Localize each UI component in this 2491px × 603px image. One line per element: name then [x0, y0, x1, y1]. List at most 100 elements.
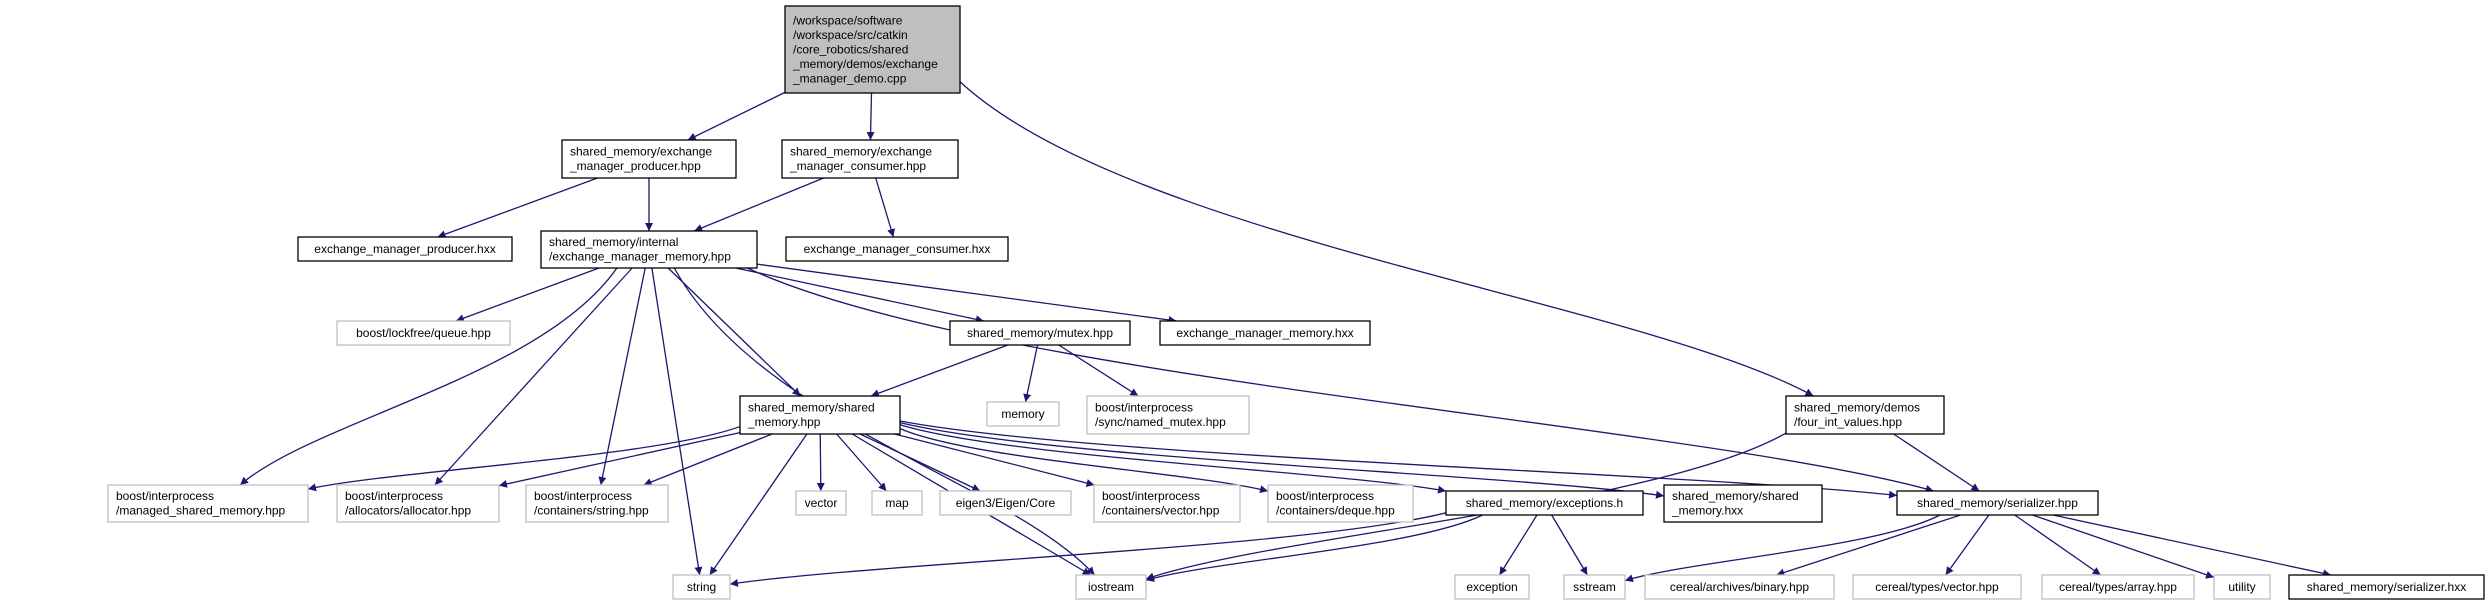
node-box: [986, 401, 1060, 427]
node-mutex_hpp[interactable]: shared_memory/mutex.hpp: [949, 320, 1131, 346]
node-box: [1852, 574, 2022, 600]
node-label-line: /four_int_values.hpp: [1794, 415, 1902, 429]
node-box: [336, 320, 511, 346]
node-cereal_binary[interactable]: cereal/archives/binary.hpp: [1644, 574, 1835, 600]
edge-root-to-producer_hpp: [687, 91, 786, 141]
node-label-line: vector: [805, 496, 838, 510]
node-label-line: eigen3/Eigen/Core: [956, 496, 1056, 510]
node-cont_string[interactable]: boost/interprocess/containers/string.hpp: [525, 484, 669, 523]
nodes-layer: /workspace/software/workspace/src/catkin…: [107, 5, 2485, 600]
node-box: [939, 490, 1072, 516]
node-label-line: shared_memory/internal: [549, 235, 678, 249]
node-box: [784, 5, 961, 94]
node-box: [1644, 574, 1835, 600]
node-exception[interactable]: exception: [1454, 574, 1530, 600]
edge-sm_hpp-to-map: [836, 433, 887, 492]
node-label-line: shared_memory/mutex.hpp: [967, 326, 1113, 340]
edge-mem_hpp-to-string: [651, 267, 703, 576]
node-label-line: boost/interprocess: [1276, 489, 1374, 503]
edge-exceptions-to-string: [729, 512, 1447, 587]
node-sstream[interactable]: sstream: [1563, 574, 1626, 600]
node-box: [297, 236, 513, 262]
node-cereal_array[interactable]: cereal/types/array.hpp: [2041, 574, 2195, 600]
edge-sm_hpp-to-exceptions: [899, 424, 1447, 494]
node-label-line: /sync/named_mutex.hpp: [1095, 415, 1226, 429]
node-consumer_hxx[interactable]: exchange_manager_consumer.hxx: [785, 236, 1009, 262]
node-serializer_hpp[interactable]: shared_memory/serializer.hpp: [1896, 490, 2099, 516]
edge-mem_hpp-to-cont_string: [598, 267, 646, 486]
node-label-line: shared_memory/shared: [1672, 489, 1799, 503]
node-lockfree[interactable]: boost/lockfree/queue.hpp: [336, 320, 511, 346]
edge-sm_hpp-to-sm_hxx: [899, 422, 1665, 499]
edge-sm_hpp-to-string: [709, 433, 808, 576]
edge-mem_hpp-to-managed_sm: [239, 267, 618, 486]
node-managed_sm[interactable]: boost/interprocess/managed_shared_memory…: [107, 484, 309, 523]
edge-mem_hpp-to-lockfree: [455, 267, 600, 322]
node-label-line: _manager_demo.cpp: [792, 71, 907, 85]
edge-sm_hpp-to-allocator: [498, 431, 741, 488]
node-vector[interactable]: vector: [795, 490, 847, 516]
node-box: [561, 139, 737, 179]
edge-serializer_hpp-to-cereal_binary: [1776, 514, 1961, 577]
node-label-line: boost/interprocess: [1102, 489, 1200, 503]
node-box: [1093, 484, 1241, 523]
node-label-line: shared_memory/shared: [748, 401, 875, 415]
node-memory[interactable]: memory: [986, 401, 1060, 427]
edges-layer: [239, 81, 2332, 587]
node-label-line: boost/interprocess: [1095, 401, 1193, 415]
node-label-line: exchange_manager_consumer.hxx: [804, 242, 991, 256]
node-label-line: shared_memory/serializer.hpp: [1917, 496, 2078, 510]
node-producer_hpp[interactable]: shared_memory/exchange_manager_producer.…: [561, 139, 737, 179]
node-label-line: cereal/archives/binary.hpp: [1670, 580, 1810, 594]
edge-mem_hpp-to-mem_hxx: [756, 263, 1177, 324]
node-label-line: exchange_manager_memory.hxx: [1176, 326, 1353, 340]
node-box: [1086, 395, 1250, 435]
edge-serializer_hpp-to-sstream: [1624, 514, 1941, 583]
edge-serializer_hpp-to-serializer_hxx: [2052, 514, 2332, 578]
node-box: [1663, 484, 1823, 523]
node-serializer_hxx[interactable]: shared_memory/serializer.hxx: [2288, 574, 2485, 600]
node-box: [795, 490, 847, 516]
node-box: [336, 484, 500, 523]
node-label-line: memory: [1001, 407, 1044, 421]
edge-sm_hpp-to-managed_sm: [307, 425, 741, 492]
node-named_mutex[interactable]: boost/interprocess/sync/named_mutex.hpp: [1086, 395, 1250, 435]
node-box: [525, 484, 669, 523]
node-root[interactable]: /workspace/software/workspace/src/catkin…: [784, 5, 961, 94]
edge-sm_hpp-to-cont_string: [643, 433, 773, 486]
node-box: [1785, 395, 1945, 435]
node-utility[interactable]: utility: [2213, 574, 2271, 600]
edge-sm_hpp-to-cont_deque: [899, 428, 1269, 494]
node-allocator[interactable]: boost/interprocess/allocators/allocator.…: [336, 484, 500, 523]
node-cont_deque[interactable]: boost/interprocess/containers/deque.hpp: [1267, 484, 1414, 523]
node-box: [1075, 574, 1147, 600]
node-mem_hpp[interactable]: shared_memory/internal/exchange_manager_…: [540, 230, 758, 269]
node-cereal_vector[interactable]: cereal/types/vector.hpp: [1852, 574, 2022, 600]
node-box: [1454, 574, 1530, 600]
edge-consumer_hpp-to-mem_hpp: [693, 177, 824, 232]
node-cont_vector[interactable]: boost/interprocess/containers/vector.hpp: [1093, 484, 1241, 523]
edge-exceptions-to-exception: [1498, 514, 1538, 576]
node-label-line: /core_robotics/shared: [793, 42, 908, 56]
edge-producer_hpp-to-producer_hxx: [437, 177, 598, 238]
node-four_int[interactable]: shared_memory/demos/four_int_values.hpp: [1785, 395, 1945, 435]
node-consumer_hpp[interactable]: shared_memory/exchange_manager_consumer.…: [781, 139, 959, 179]
node-sm_hpp[interactable]: shared_memory/shared_memory.hpp: [739, 395, 901, 435]
node-string[interactable]: string: [672, 574, 731, 600]
node-map[interactable]: map: [871, 490, 923, 516]
node-producer_hxx[interactable]: exchange_manager_producer.hxx: [297, 236, 513, 262]
node-label-line: boost/interprocess: [534, 489, 632, 503]
node-sm_hxx[interactable]: shared_memory/shared_memory.hxx: [1663, 484, 1823, 523]
node-label-line: exchange_manager_producer.hxx: [314, 242, 495, 256]
node-exceptions[interactable]: shared_memory/exceptions.h: [1445, 490, 1644, 516]
edge-exceptions-to-iostream: [1145, 514, 1483, 582]
node-label-line: cereal/types/array.hpp: [2059, 580, 2177, 594]
node-label-line: /managed_shared_memory.hpp: [116, 504, 286, 518]
edge-mutex_hpp-to-memory: [1023, 344, 1039, 403]
node-mem_hxx[interactable]: exchange_manager_memory.hxx: [1159, 320, 1371, 346]
node-eigen[interactable]: eigen3/Eigen/Core: [939, 490, 1072, 516]
node-label-line: utility: [2228, 580, 2255, 594]
node-label-line: shared_memory/exchange: [790, 145, 932, 159]
node-label-line: _memory/demos/exchange: [792, 57, 938, 71]
node-iostream[interactable]: iostream: [1075, 574, 1147, 600]
